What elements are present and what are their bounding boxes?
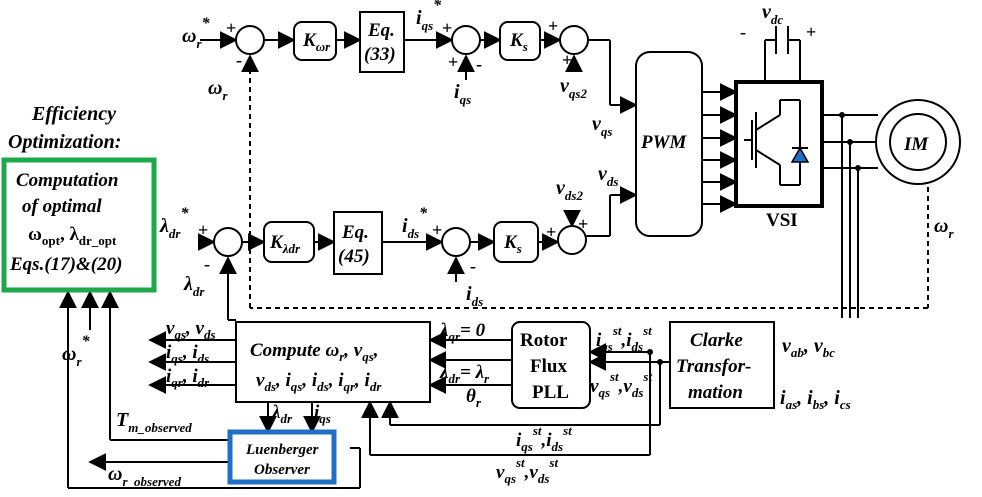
luenberger-line1: Luenberger (245, 442, 319, 458)
vqs2-label: vqs2 (560, 75, 587, 101)
vds2-label: vds2 (556, 177, 583, 203)
ldr-obs-label: λdr (271, 402, 293, 426)
efficiency-title-line2: Optimization: (8, 131, 121, 153)
wr-fb-label: ωr (208, 77, 228, 103)
rotor-pll-line3: PLL (532, 382, 569, 403)
sum1-plus: + (226, 18, 236, 38)
eq33-line2: (33) (364, 44, 396, 65)
ldr-lr-label: λdr= λr (439, 362, 490, 386)
ldr-ref-label: λdr* (159, 205, 189, 241)
ks-mid-block: Ks (503, 232, 522, 256)
optimal-line2: of optimal (22, 196, 102, 217)
blocks (235, 11, 824, 409)
sum2-plus: + (442, 18, 452, 38)
ids-label: ids (466, 283, 483, 309)
wr-obs-label: ωr_observed (108, 463, 181, 489)
sum-junctions (213, 25, 589, 257)
k-wr-block: Kωr (302, 30, 331, 54)
iqs-ids-label: iqs, ids (166, 342, 209, 366)
vdc-label: vdc (762, 1, 783, 27)
compute-line2: vds, iqs, ids, iqr, idr (256, 370, 382, 394)
wr-motor-label: ωr (934, 215, 954, 241)
inverter-switch-icon (744, 99, 801, 186)
sum3-plus-bottom: + (562, 50, 572, 70)
ias-ibs-ics-label: ias, ibs, ics (780, 387, 851, 412)
efficiency-title-line1: Efficiency (31, 103, 116, 125)
optimal-line1: Computation (16, 170, 118, 191)
vst-low-label: vqsst,vdsst (496, 455, 558, 486)
iqs-ref-label: iqs* (416, 0, 442, 33)
sum5-plus: + (432, 220, 442, 240)
luenberger-block (227, 429, 337, 485)
sum6-plus-top: + (578, 214, 588, 234)
sum4-minus: - (204, 254, 210, 274)
sum6-plus: + (546, 222, 556, 242)
luenberger-line2: Observer (254, 462, 310, 478)
im-label: IM (903, 134, 929, 155)
vsi-label: VSI (766, 210, 798, 231)
wr-ref-label: ωr* (182, 15, 211, 51)
rotor-pll-line2: Flux (530, 356, 567, 377)
k-ldr-block: Kλdr (269, 232, 301, 256)
sum5-minus: - (470, 256, 476, 276)
iqs-obs-label: iqs (314, 402, 331, 426)
iqs-label: iqs (454, 81, 471, 107)
ldr-label: λdr (183, 273, 205, 299)
lqr-zero-label: λqr= 0 (439, 320, 486, 344)
eq45-line1: Eq. (341, 222, 369, 243)
clarke-line2: Transfor- (676, 356, 751, 377)
ks-top-block: Ks (509, 30, 528, 54)
sum2-minus: - (476, 54, 482, 74)
vst-label: vqsst,vdsst (590, 369, 652, 400)
vqs-label: vqs (592, 113, 612, 139)
rotor-pll-line1: Rotor (520, 330, 568, 351)
optimizer-block (1, 157, 157, 293)
ids-ref-label: ids* (402, 205, 428, 241)
compute-line1: Compute ωr, vqs, (250, 340, 379, 364)
vab-vbc-label: vab, vbc (782, 335, 835, 360)
sum2-plus-bottom: + (448, 52, 458, 72)
iqr-idr-label: iqr, idr (166, 366, 210, 390)
wr-ref-opt-label: ωr* (62, 333, 91, 369)
eq45-line2: (45) (338, 246, 370, 267)
dc-plus: + (806, 22, 816, 42)
vds-label: vds (598, 163, 618, 189)
motor-icon (875, 99, 961, 185)
connection-lines (59, 26, 878, 489)
speed-feedback-line (241, 54, 929, 309)
tm-obs-label: Tm_observed (116, 409, 192, 435)
pwm-label: PWM (640, 132, 688, 153)
ist-label: iqsst,idsst (596, 323, 652, 354)
dc-minus: - (740, 22, 746, 42)
sum4-plus: + (198, 220, 208, 240)
vqs-vds-label: vqs, vds (166, 318, 216, 342)
clarke-line3: mation (688, 382, 743, 403)
optimal-line4: Eqs.(17)&(20) (9, 254, 122, 275)
sum1-minus: - (236, 50, 242, 70)
theta-r-label: θr (466, 386, 482, 410)
ist-low-label: iqsst,idsst (516, 423, 572, 454)
sum3-plus: + (548, 16, 558, 36)
clarke-line1: Clarke (690, 330, 743, 351)
eq33-line1: Eq. (367, 20, 395, 41)
diode-icon (790, 146, 810, 163)
optimal-line3: ωopt, λdr_opt (28, 224, 117, 248)
